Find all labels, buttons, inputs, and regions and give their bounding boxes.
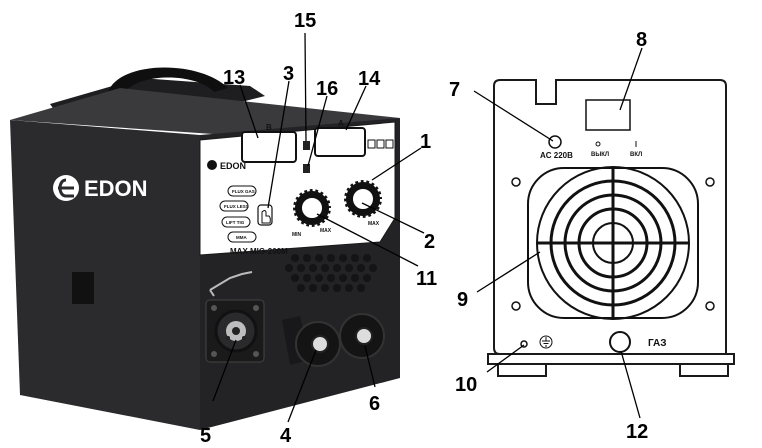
ground-icon xyxy=(539,335,553,349)
base-rail xyxy=(487,353,735,365)
mode-label-lift-tig: LIFT TIG xyxy=(226,220,245,225)
mode-button-flux-less xyxy=(219,200,249,212)
callout-15: 15 xyxy=(294,10,316,32)
display-b xyxy=(241,131,297,163)
mode-label-flux-gas: FLUX GAS xyxy=(232,189,255,194)
euro-connector xyxy=(205,299,265,363)
svg-text:MAX: MAX xyxy=(368,221,380,227)
indicator-led-16 xyxy=(303,164,310,173)
callout-5: 5 xyxy=(200,425,211,447)
svg-text:MIN: MIN xyxy=(292,232,302,238)
callout-11: 11 xyxy=(416,268,437,290)
callout-4: 4 xyxy=(280,425,292,447)
power-label: AC 220В xyxy=(540,151,573,160)
callout-14: 14 xyxy=(358,68,381,90)
vent-grille xyxy=(285,254,377,292)
callout-6: 6 xyxy=(369,393,380,415)
panel-brand: EDON xyxy=(220,161,246,171)
model-label: MAX MIG-200M xyxy=(230,247,288,256)
callout-3: 3 xyxy=(283,63,294,85)
callout-2: 2 xyxy=(424,231,435,253)
display-a xyxy=(314,127,366,157)
side-logo: EDON xyxy=(53,175,148,201)
front-unit: B A EDON FLUX GAS FLUX LESS LIFT TIG MMA… xyxy=(10,67,400,430)
ground-terminal xyxy=(520,340,528,348)
power-switch xyxy=(585,99,631,131)
callout-13: 13 xyxy=(223,67,245,89)
callout-9: 9 xyxy=(457,289,468,311)
terminal-4 xyxy=(282,316,341,367)
mount-hole-br xyxy=(705,301,715,311)
callout-12: 12 xyxy=(626,421,648,443)
callout-16: 16 xyxy=(316,78,338,100)
callout-7: 7 xyxy=(449,79,460,101)
callout-8: 8 xyxy=(636,29,647,51)
foot-right xyxy=(679,363,729,377)
knob-left: MIN MAX xyxy=(291,187,333,238)
gas-label: ГАЗ xyxy=(648,338,667,349)
leader-lines xyxy=(212,32,643,423)
mode-label-flux-less: FLUX LESS xyxy=(224,204,249,209)
gas-inlet xyxy=(609,331,631,353)
terminal-6 xyxy=(339,313,385,359)
callout-1: 1 xyxy=(420,131,431,153)
indicator-icon-2 xyxy=(376,139,385,149)
foot-left xyxy=(497,363,547,377)
display-b-label: B xyxy=(266,123,272,132)
on-label: ВКЛ xyxy=(630,152,642,158)
hand-icon xyxy=(261,210,271,224)
mode-button-lift-tig xyxy=(221,216,251,228)
power-cord-inlet xyxy=(548,135,562,149)
rear-unit: AC 220В ВЫКЛ ВКЛ ГАЗ xyxy=(487,79,735,377)
carry-handle xyxy=(108,67,228,96)
mode-label-mma: MMA xyxy=(236,235,247,240)
display-a-label: A xyxy=(338,119,344,128)
cooling-fan xyxy=(527,166,699,320)
off-symbol xyxy=(595,141,601,147)
side-socket xyxy=(72,272,94,304)
panel-logo-icon xyxy=(207,160,217,170)
callout-numbers: 15 13 3 16 14 1 2 11 5 4 6 7 8 9 10 12 xyxy=(200,10,648,447)
mode-button-flux-gas xyxy=(227,185,257,197)
callout-10: 10 xyxy=(455,374,477,396)
indicator-icon-1 xyxy=(367,139,376,149)
svg-text:MAX: MAX xyxy=(320,228,332,234)
ground-symbol xyxy=(542,337,550,347)
svg-text:EDON: EDON xyxy=(84,176,148,201)
mount-hole-bl xyxy=(511,301,521,311)
mode-button-mma xyxy=(227,231,257,243)
torch-icon xyxy=(209,271,253,297)
mount-hole-tl xyxy=(511,177,521,187)
side-panel xyxy=(10,120,200,430)
indicator-icon-3 xyxy=(385,139,394,149)
mount-hole-tr xyxy=(705,177,715,187)
off-label: ВЫКЛ xyxy=(591,152,609,158)
indicator-led-15 xyxy=(303,141,310,150)
